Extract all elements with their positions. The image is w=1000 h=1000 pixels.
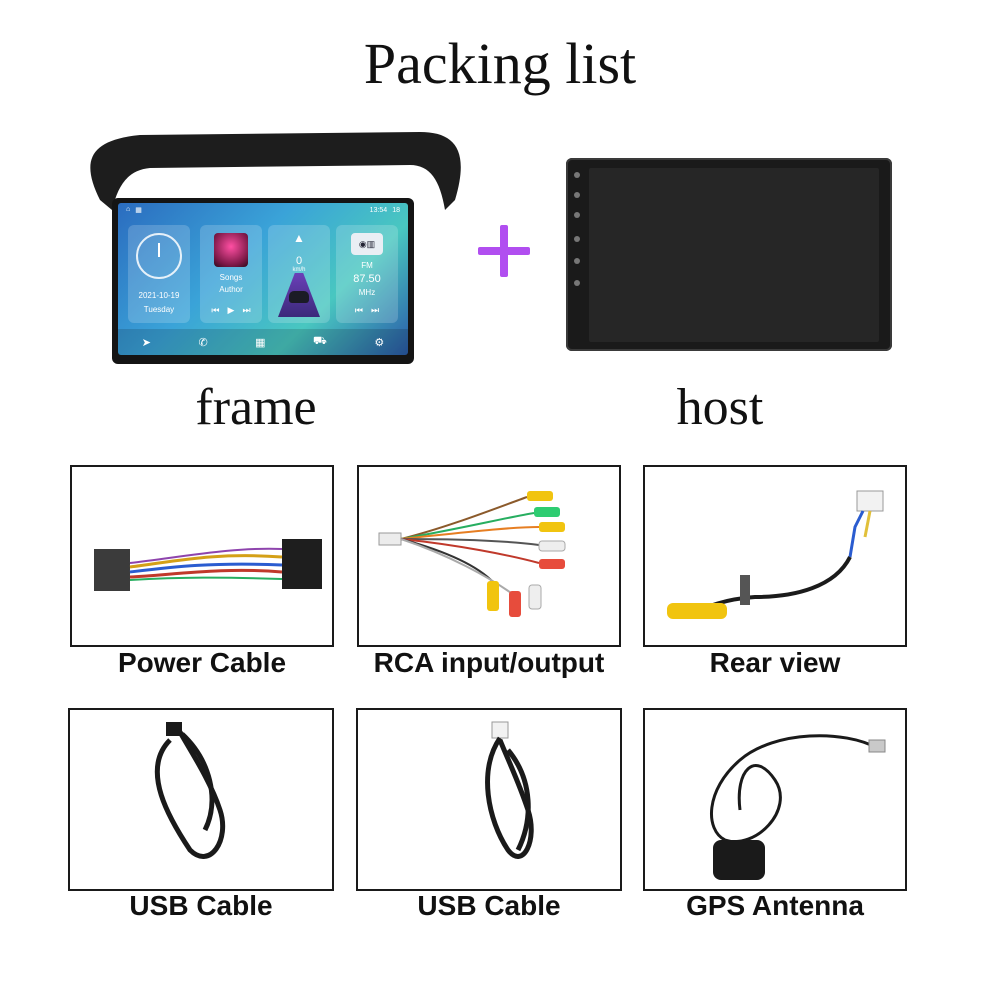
home-icon: ⌂	[126, 206, 131, 213]
status-bar: ⌂ ▦ 13:54 18	[118, 203, 408, 217]
speed-widget: ▲ 0 km/h	[268, 225, 330, 323]
frame-screen: ⌂ ▦ 13:54 18 2021-10-19 Tuesday Songs Au…	[118, 203, 408, 355]
clock-date: 2021-10-19	[138, 291, 180, 300]
previous-icon: ⏮	[354, 305, 363, 315]
volume-down-icon	[574, 258, 580, 264]
rear-view-camera-cable-icon	[667, 490, 884, 619]
usb-cable-icon	[154, 722, 226, 859]
host-label: host	[676, 379, 764, 436]
radio-frequency: 87.50	[353, 273, 381, 285]
apps-icon: ▦	[135, 207, 142, 214]
clock-icon	[136, 233, 182, 279]
home-button-icon	[574, 192, 580, 198]
accessory-label-gps-antenna: GPS Antenna	[686, 890, 864, 921]
status-battery: 18	[392, 206, 400, 214]
apps-grid-icon: ▦	[255, 336, 266, 349]
music-widget: Songs Author ⏮ ▶ ⏭	[200, 225, 262, 323]
back-button-icon	[574, 212, 580, 218]
clock-day: Tuesday	[143, 305, 175, 314]
usb-cable-icon	[485, 721, 534, 859]
accessory-card-usb-cable-1	[68, 708, 334, 891]
radio-unit: MHz	[358, 288, 376, 297]
host-product-image	[566, 158, 892, 351]
car-icon	[289, 291, 309, 303]
navigation-arrow-icon: ▲	[293, 231, 305, 245]
album-art-icon	[214, 233, 248, 267]
accessory-label-rca: RCA input/output	[373, 647, 605, 678]
next-icon: ⏭	[242, 305, 251, 315]
accessory-label-usb-cable-1: USB Cable	[129, 890, 273, 921]
accessory-card-usb-cable-2	[356, 708, 622, 891]
power-cable-harness-icon	[94, 539, 322, 591]
play-icon: ▶	[227, 305, 235, 315]
radio-band: FM	[361, 261, 373, 270]
gps-antenna-icon	[710, 734, 886, 880]
volume-up-icon	[574, 236, 580, 242]
navigation-icon: ➤	[141, 336, 151, 349]
rca-cable-icon	[378, 491, 566, 617]
accessory-label-usb-cable-2: USB Cable	[417, 890, 561, 921]
host-screen	[589, 168, 879, 342]
previous-icon: ⏮	[211, 305, 220, 315]
gear-icon: ⚙	[374, 336, 385, 349]
car-settings-icon: ⛟	[313, 335, 327, 347]
accessory-card-power-cable	[70, 465, 334, 647]
accessory-card-rca	[357, 465, 621, 647]
accessory-label-power-cable: Power Cable	[117, 647, 287, 678]
clock-widget: 2021-10-19 Tuesday	[128, 225, 190, 323]
speed-unit: km/h	[292, 267, 306, 273]
accessory-card-rear-view	[643, 465, 907, 647]
accessory-card-gps-antenna	[643, 708, 907, 891]
status-time: 13:54	[369, 206, 388, 214]
music-artist: Author	[219, 285, 243, 294]
speed-value: 0	[295, 255, 303, 267]
reset-button-icon	[574, 280, 580, 286]
power-button-icon	[574, 172, 580, 178]
music-title: Songs	[219, 273, 243, 282]
page-title: Packing list	[363, 31, 637, 96]
plus-icon	[478, 225, 530, 277]
phone-icon: ✆	[198, 336, 208, 349]
radio-icon: ◉▥	[351, 233, 383, 255]
next-icon: ⏭	[371, 305, 380, 315]
bottom-dock: ➤ ✆ ▦ ⛟ ⚙	[118, 329, 408, 355]
accessory-label-rear-view: Rear view	[709, 647, 841, 678]
radio-widget: ◉▥ FM 87.50 MHz ⏮ ⏭	[336, 225, 398, 323]
frame-label: frame	[195, 379, 317, 436]
